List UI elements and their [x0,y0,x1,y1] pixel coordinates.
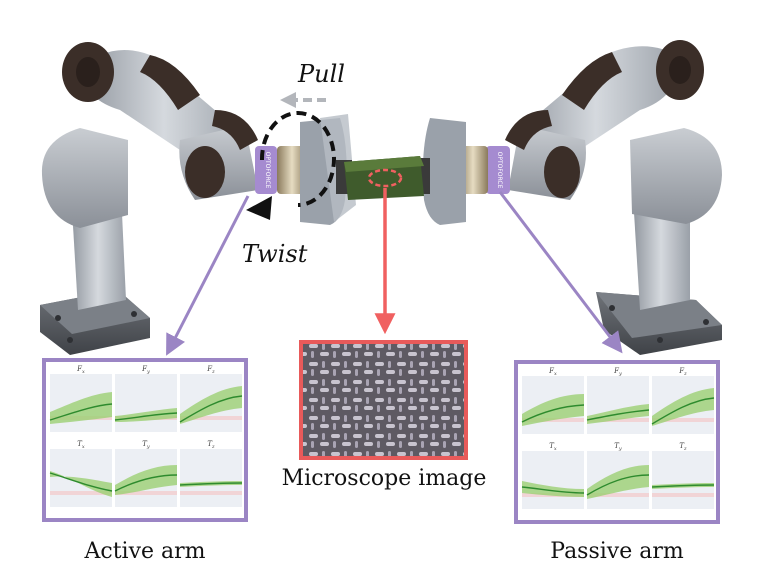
subplot-title: Fx [548,367,557,377]
active-subplot-fy: Fy [114,365,178,432]
passive-subplot-fx: Fx [521,367,585,434]
passive-subplot-fz: Fz [651,367,715,434]
subplot-background [522,451,584,509]
subplot-title: Fx [76,365,85,375]
subplot-background [180,449,242,507]
subplot-background [652,451,714,509]
fabric-sample [344,156,424,200]
active-subplot-fx: Fx [49,365,113,432]
subplot-title: Tz [679,442,687,452]
passive-arm-caption: Passive arm [550,539,684,564]
subplot-mean-line [586,409,650,421]
active-subplot-tx: Tx [49,440,113,507]
subplot-title: Ty [614,442,622,452]
subplot-mean-line [521,404,585,423]
subplot-confidence-band [587,465,649,499]
active-subplot-fz: Fz [179,365,243,432]
subplot-mean-line [521,486,585,494]
subplot-title: Ty [142,440,150,450]
subplot-background [115,374,177,432]
subplot-title: Fz [678,367,687,377]
subplot-confidence-band [50,471,112,497]
subplot-mean-line [49,472,113,492]
subplot-mean-line [586,474,650,496]
subplot-mean-line [114,474,178,492]
twist-arrow [246,111,336,220]
subplot-title: Fy [141,365,150,375]
passive-subplot-ty: Ty [586,442,650,509]
passive-robot-arm: OPTOFORCE [416,40,722,355]
sensor-brand-right: OPTOFORCE [496,152,503,189]
passive-arm-arrow [498,191,623,354]
passive-subplot-tx: Tx [521,442,585,509]
passive-subplot-tz: Tz [651,442,715,509]
subplot-mean-line [179,482,243,486]
subplot-mean-line [114,412,178,421]
pull-label: Pull [297,60,345,88]
microscope-caption: Microscope image [282,466,487,491]
active-robot-arm: OPTOFORCE [40,42,356,355]
subplot-mean-line [179,395,243,423]
subplot-title: Fz [206,365,215,375]
subplot-background [587,376,649,434]
passive-subplot-fy: Fy [586,367,650,434]
active-arm-caption: Active arm [83,539,205,564]
sensor-brand-left: OPTOFORCE [264,152,271,189]
active-subplot-tz: Tz [179,440,243,507]
subplot-title: Tx [549,442,557,452]
subplot-mean-line [651,397,715,425]
active-subplot-ty: Ty [114,440,178,507]
subplot-mean-line [651,484,715,488]
pull-arrow [280,92,326,108]
active-arm-arrow [166,195,250,356]
subplot-title: Fy [613,367,622,377]
subplot-baseline-band [180,491,242,495]
subplot-confidence-band [115,465,177,495]
subplot-confidence-band [50,392,112,424]
subplot-mean-line [49,403,113,421]
subplot-baseline-band [652,493,714,497]
microscope-image [299,340,468,460]
subplot-title: Tz [207,440,215,450]
microscope-focus-marker [367,168,403,188]
twist-label: Twist [242,240,308,268]
subplot-title: Tx [77,440,85,450]
subplot-baseline-band [50,491,112,495]
